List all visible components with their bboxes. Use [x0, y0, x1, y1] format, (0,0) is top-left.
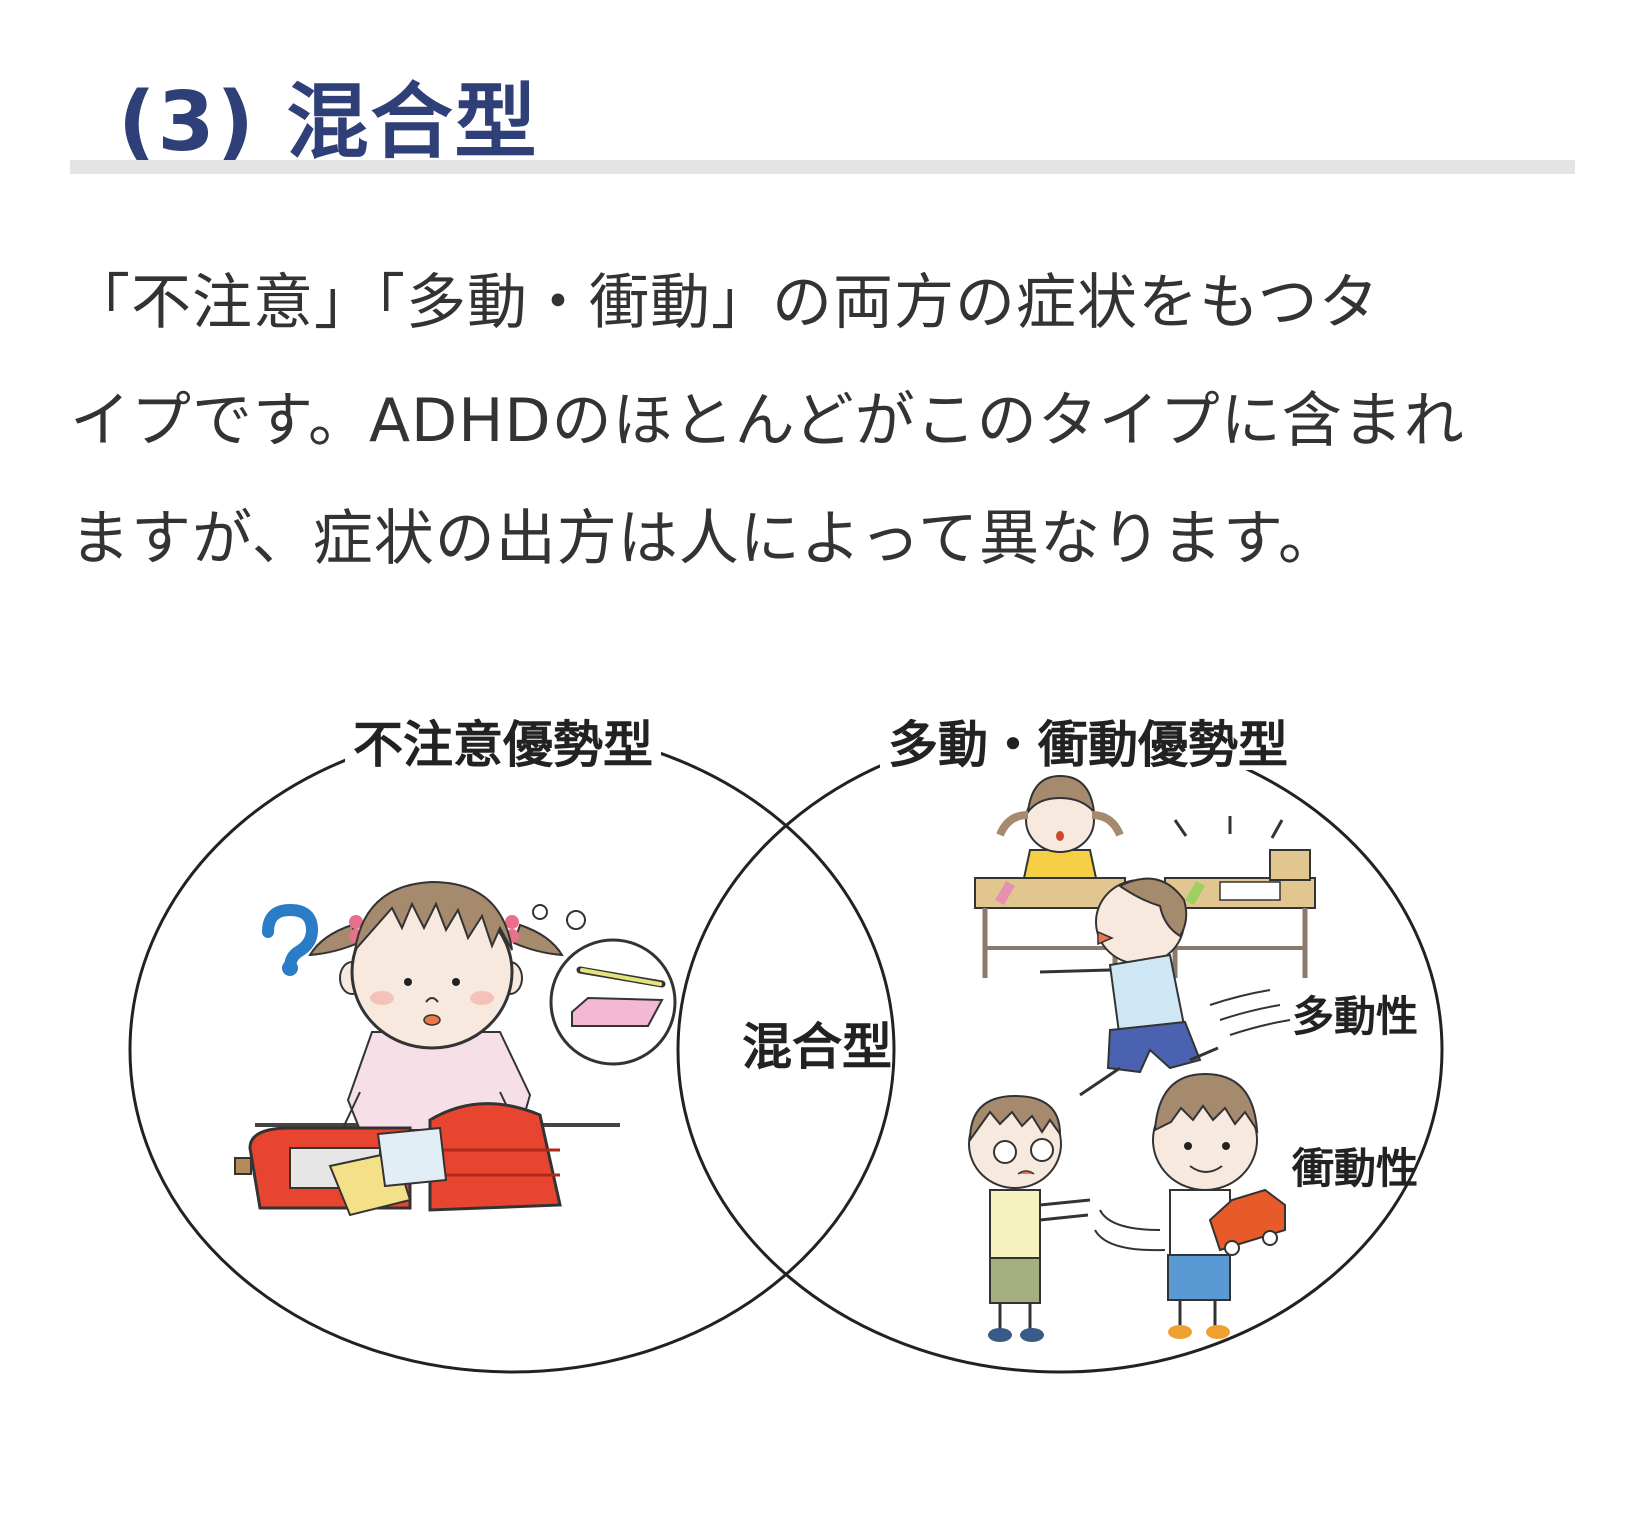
hyperactive-impulsive-type-title: 多動・衝動優勢型: [880, 720, 1296, 770]
inattentive-type-title: 不注意優勢型: [345, 720, 661, 770]
impulsivity-label: 衝動性: [1292, 1144, 1419, 1193]
paragraph-line: ますが、症状の出方は人によって異なります。: [70, 504, 1339, 574]
combined-type-label: 混合型: [742, 1018, 892, 1076]
venn-diagram-graphics: [128, 726, 1444, 1374]
hyperactivity-label: 多動性: [1292, 992, 1419, 1041]
heading-divider: [70, 160, 1575, 174]
section-paragraph: 「不注意」「多動・衝動」の両方の症状をもつタ イプです。ADHDのほとんどがこの…: [70, 244, 1580, 598]
venn-diagram: 不注意優勢型 多動・衝動優勢型 混合型 多動性 衝動性: [0, 700, 1644, 1460]
toy-car-grab-illustration: [968, 1072, 1286, 1342]
paragraph-line: イプです。ADHDのほとんどがこのタイプに含まれ: [70, 386, 1465, 456]
section-heading: (3) 混合型: [118, 74, 539, 170]
toy-car-icon: [1208, 1188, 1286, 1256]
running-boy-illustration: [974, 774, 1316, 1097]
paragraph-line: 「不注意」「多動・衝動」の両方の症状をもつタ: [70, 268, 1380, 338]
question-mark-icon: [262, 903, 319, 976]
girl-packing-bag-illustration: [234, 880, 677, 1217]
